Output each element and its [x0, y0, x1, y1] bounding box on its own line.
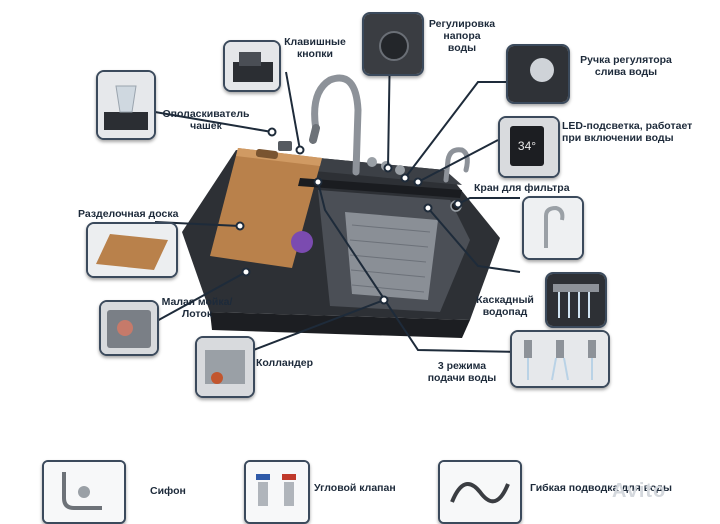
thumb-colander — [195, 336, 255, 398]
thumb-cup-rinser — [96, 70, 156, 140]
faucet-illustration — [311, 74, 362, 176]
thumb-flex-hose — [438, 460, 522, 524]
label-keys: Клавишные кнопки — [284, 36, 346, 60]
label-small-sink: Малая мойка/ Лоток — [161, 296, 233, 320]
thumb-drain-handle — [506, 44, 570, 104]
label-modes: 3 режима подачи воды — [427, 360, 497, 384]
colander-illustration — [345, 212, 438, 300]
thumb-keys — [223, 40, 281, 92]
thumb-pressure-knob — [362, 12, 424, 76]
cutting-board-illustration — [210, 148, 322, 268]
label-siphon: Сифон — [150, 485, 186, 497]
label-pressure: Регулировка напора воды — [428, 18, 496, 54]
thumb-cascade — [545, 272, 607, 328]
thumb-water-modes — [510, 330, 610, 388]
thumb-led: 34° — [498, 116, 560, 178]
thumb-filter-tap — [522, 196, 584, 260]
main-basin — [318, 190, 470, 312]
thumb-cutting-board — [86, 222, 178, 278]
drain-ball — [291, 231, 313, 253]
label-cascade: Каскадный водопад — [476, 294, 534, 318]
label-drain-handle: Ручка регулятора слива воды — [580, 54, 672, 78]
cascade-bar — [298, 178, 462, 198]
thumb-siphon — [42, 460, 126, 524]
label-cutting-board: Разделочная доска — [78, 208, 179, 220]
label-filter-tap: Кран для фильтра — [474, 182, 570, 194]
sink-deck — [236, 150, 462, 185]
thumb-angle-valve — [244, 460, 310, 524]
filter-tap-illustration — [443, 147, 470, 183]
label-flex-hose: Гибкая подводка для воды — [530, 482, 672, 494]
label-led: LED-подсветка, работает при включении во… — [562, 120, 693, 144]
label-cup-rinser: Ополаскиватель чашек — [162, 108, 250, 132]
label-colander: Колландер — [256, 357, 314, 369]
led-display-text: 34° — [518, 139, 536, 153]
thumb-small-sink — [99, 300, 159, 356]
watermark: Avito — [612, 480, 667, 502]
sink-front — [210, 312, 470, 338]
label-angle-valve: Угловой клапан — [314, 482, 396, 494]
sink-body — [182, 150, 500, 320]
